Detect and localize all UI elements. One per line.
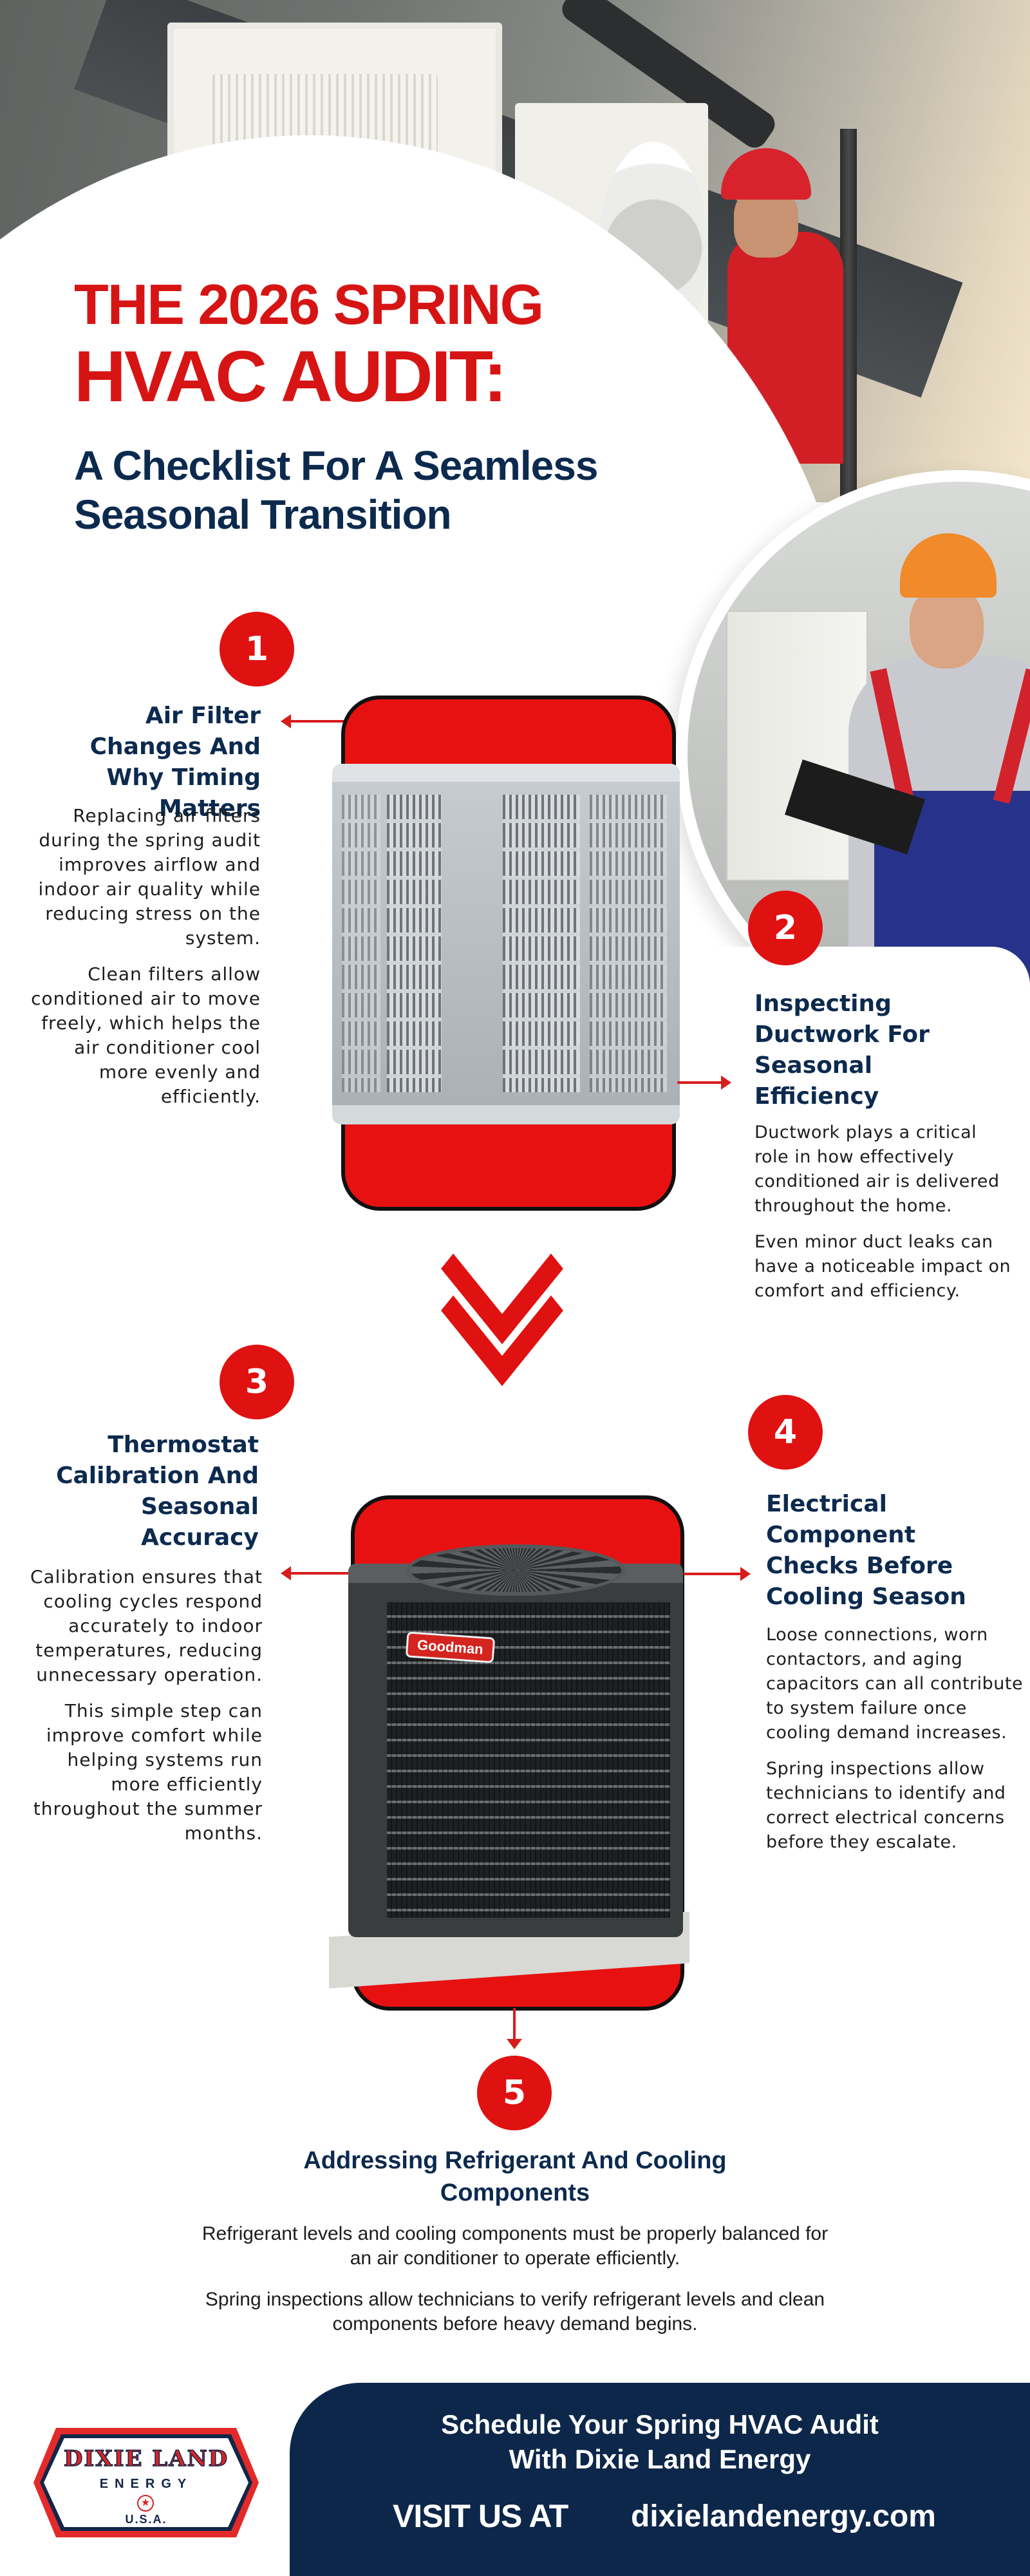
condenser-grille (387, 795, 442, 1092)
step-3-title: Thermostat Calibration And Seasonal Accu… (56, 1432, 259, 1551)
subtitle-line2: Seasonal Transition (74, 491, 452, 538)
website-link[interactable]: dixielandenergy.com (631, 2499, 936, 2533)
step-5-number-badge: 5 (477, 2056, 552, 2130)
technician-face (910, 585, 984, 668)
electrical-cabinet (726, 611, 868, 881)
step-4-number-badge: 4 (748, 1395, 823, 1470)
page-title-block: THE 2026 SPRING HVAC AUDIT: A Checklist … (74, 274, 686, 539)
logo-wordmark: DIXIE LAND (63, 2445, 229, 2472)
page-title-line2: HVAC AUDIT: (74, 336, 507, 417)
ac-unit-image-card (332, 696, 680, 1211)
cta-line2: With Dixie Land Energy (509, 2444, 811, 2474)
subtitle-line1: A Checklist For A Seamless (74, 442, 598, 489)
condenser-fan-top (406, 1544, 625, 1596)
goodman-ac-image-card: Goodman (329, 1495, 689, 2011)
step-3-paragraph: This simple step can improve comfort whi… (33, 1700, 263, 1844)
step-1-title: Air Filter Changes And Why Timing Matter… (89, 703, 261, 822)
step-3-paragraph: Calibration ensures that cooling cycles … (30, 1566, 263, 1685)
step2-text-backdrop (708, 947, 1030, 1397)
condenser-grille (387, 1602, 670, 1918)
footer-cta-panel: Schedule Your Spring HVAC Audit With Dix… (290, 2383, 1030, 2576)
logo-country-text: U.S.A. (125, 2513, 167, 2526)
step-2-title: Inspecting Ductwork For Seasonal Efficie… (754, 990, 930, 1110)
step-3-body: Calibration ensures that cooling cycles … (19, 1565, 263, 1846)
star-icon: ★ (137, 2495, 154, 2512)
arrow-right-icon (677, 1075, 731, 1090)
step-4-paragraph: Spring inspections allow technicians to … (766, 1759, 1006, 1852)
visit-us-label: VISIT US AT (393, 2498, 568, 2534)
arrow-left-icon (281, 1566, 354, 1580)
condenser-grille (342, 795, 380, 1092)
step-2-paragraph: Ductwork plays a critical role in how ef… (754, 1122, 1000, 1216)
grey-ac-condenser-illustration (332, 764, 680, 1124)
technician-red-cap (721, 148, 811, 200)
step-1-paragraph: Replacing air filters during the spring … (38, 805, 261, 949)
cta-line1: Schedule Your Spring HVAC Audit (441, 2409, 879, 2439)
logo-energy-text: ENERGY (99, 2477, 193, 2491)
step-4-title: Electrical Component Checks Before Cooli… (766, 1491, 966, 1610)
step-2-paragraph: Even minor duct leaks can have a noticea… (754, 1232, 1011, 1301)
arrow-down-icon (507, 2008, 522, 2049)
logo-background (44, 2438, 248, 2527)
step-5-title: Addressing Refrigerant And Cooling Compo… (303, 2147, 727, 2206)
step-4-paragraph: Loose connections, worn contactors, and … (766, 1625, 1024, 1743)
step-2-body: Ductwork plays a critical role in how ef… (754, 1121, 1012, 1303)
condenser-grille (590, 795, 667, 1092)
step-5-paragraph: Refrigerant levels and cooling component… (201, 2223, 829, 2269)
step-1-body: Replacing air filters during the spring … (26, 804, 261, 1109)
arrow-left-icon (281, 714, 348, 728)
goodman-ac-condenser-illustration: Goodman (348, 1544, 683, 1937)
footer-cta-heading: Schedule Your Spring HVAC Audit With Dix… (290, 2407, 1030, 2477)
step-5-paragraph: Spring inspections allow technicians to … (205, 2289, 825, 2334)
step-3-number-badge: 3 (220, 1345, 294, 1419)
hard-hat (900, 533, 997, 598)
step-1-number-badge: 1 (220, 612, 294, 687)
step-2-number-badge: 2 (748, 891, 823, 965)
dixie-land-energy-logo: DIXIE LAND ENERGY ★ U.S.A. (33, 2428, 259, 2537)
step-4-body: Loose connections, worn contactors, and … (766, 1623, 1024, 1855)
page-subtitle: A Checklist For A Seamless Seasonal Tran… (74, 441, 686, 539)
condenser-grille (503, 795, 580, 1092)
arrow-right-icon (684, 1567, 751, 1581)
page-title-line1: THE 2026 SPRING (74, 272, 544, 336)
step-1-paragraph: Clean filters allow conditioned air to m… (31, 963, 261, 1107)
step-5-body: Refrigerant levels and cooling component… (193, 2222, 837, 2336)
